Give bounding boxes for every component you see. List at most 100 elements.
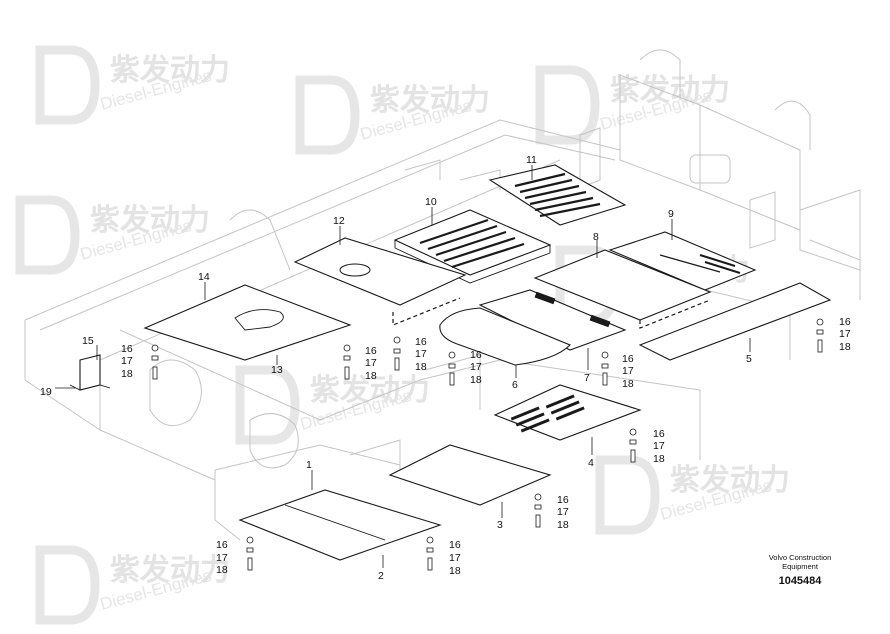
label-18: 18 [622, 378, 634, 390]
label-16: 16 [365, 345, 377, 357]
watermark-logo-icon [15, 195, 80, 275]
washer-icon [816, 318, 824, 326]
part-label-1: 1 [306, 459, 312, 471]
fastener-stack: 16 17 18 [534, 493, 569, 531]
part-label-3: 3 [497, 519, 503, 531]
watermark-brand: 紫发动力 [670, 464, 790, 497]
footer: Volvo Construction Equipment 1045484 [769, 553, 832, 587]
label-16: 16 [449, 539, 461, 551]
fastener-stack: 16 17 18 [601, 351, 634, 390]
label-18: 18 [653, 453, 665, 465]
washer-icon [426, 536, 434, 544]
watermark-logo-icon [535, 65, 600, 145]
part-label-5: 5 [746, 353, 752, 365]
part-label-13: 13 [271, 364, 283, 376]
part-8-cover [533, 249, 712, 329]
nut-icon [426, 547, 434, 553]
part-label-11: 11 [526, 154, 537, 166]
bolt-icon [427, 557, 433, 571]
watermark-brand: 紫发动力 [610, 74, 730, 107]
watermark-brand: 紫发动力 [310, 374, 430, 407]
label-16: 16 [216, 539, 228, 551]
part-14-cover [143, 284, 352, 361]
nut-icon [343, 355, 351, 361]
bolt-icon [817, 339, 823, 353]
washer-icon [393, 336, 401, 344]
label-16: 16 [622, 353, 634, 365]
part-4-vented-cover [493, 384, 642, 441]
part-labels: 1 2 3 4 5 6 7 8 9 10 11 12 13 14 15 19 [40, 154, 752, 582]
watermark-brand: 紫发动力 [370, 84, 490, 117]
nut-icon [448, 363, 456, 369]
label-18: 18 [365, 370, 377, 382]
washer-icon [151, 344, 159, 352]
part-label-2: 2 [378, 570, 384, 582]
part-15-bracket [69, 354, 111, 391]
label-17: 17 [121, 355, 133, 367]
bolt-icon [152, 366, 158, 380]
vent-slots-4 [510, 394, 585, 433]
nut-icon [534, 504, 542, 510]
part-11-vented-cover [488, 164, 627, 226]
vent-slots [514, 172, 601, 218]
company-name-line1: Volvo Construction [769, 553, 832, 562]
label-17: 17 [622, 365, 634, 377]
washer-icon [629, 428, 637, 436]
label-17: 17 [839, 328, 851, 340]
bolt-icon [344, 366, 350, 380]
label-17: 17 [449, 552, 461, 564]
label-16: 16 [653, 428, 665, 440]
leader-lines [55, 165, 751, 568]
label-17: 17 [365, 357, 377, 369]
label-16: 16 [470, 349, 482, 361]
nut-icon [151, 355, 159, 361]
fastener-stack: 16 17 18 [629, 428, 665, 465]
label-17: 17 [557, 506, 569, 518]
document-number: 1045484 [779, 575, 823, 587]
part-label-8: 8 [593, 231, 599, 243]
part-5-strip [638, 282, 832, 361]
fastener-stack: 16 17 18 [216, 536, 254, 576]
part-label-12: 12 [333, 215, 345, 227]
bolt-icon [602, 372, 608, 386]
nut-icon [816, 329, 824, 335]
label-18: 18 [557, 519, 569, 531]
part-label-10: 10 [425, 196, 437, 208]
label-17: 17 [653, 440, 665, 452]
part-label-6: 6 [512, 379, 518, 391]
part-label-9: 9 [668, 208, 674, 220]
part-6-cover [439, 307, 571, 366]
part-10-vented-cover [393, 209, 552, 284]
label-16: 16 [415, 336, 427, 348]
label-16: 16 [557, 494, 569, 506]
label-18: 18 [449, 565, 461, 577]
washer-icon [534, 493, 542, 501]
part-label-15: 15 [82, 335, 94, 347]
watermark-logo-icon [295, 75, 360, 155]
washer-icon [246, 536, 254, 544]
watermark-brand: 紫发动力 [110, 554, 230, 587]
bolt-icon [630, 449, 636, 463]
watermark-brand: 紫发动力 [90, 204, 210, 237]
bolt-icon [247, 557, 253, 571]
nut-icon [601, 363, 609, 369]
watermark-logo-icon [35, 545, 100, 625]
part-7-cover [478, 289, 627, 351]
label-16: 16 [121, 343, 133, 355]
label-17: 17 [470, 361, 482, 373]
fastener-stack: 16 17 18 [393, 336, 427, 373]
part-label-14: 14 [198, 271, 210, 283]
part-label-7: 7 [584, 372, 590, 384]
watermark-logo-icon [595, 455, 660, 535]
nut-icon [393, 348, 401, 354]
part-9-cover [608, 231, 757, 291]
washer-icon [448, 351, 456, 359]
fastener-stack: 16 17 18 [816, 316, 851, 353]
washer-icon [601, 351, 609, 359]
label-17: 17 [216, 552, 228, 564]
part-label-19: 19 [40, 386, 52, 398]
label-18: 18 [415, 361, 427, 373]
label-16: 16 [839, 316, 851, 328]
